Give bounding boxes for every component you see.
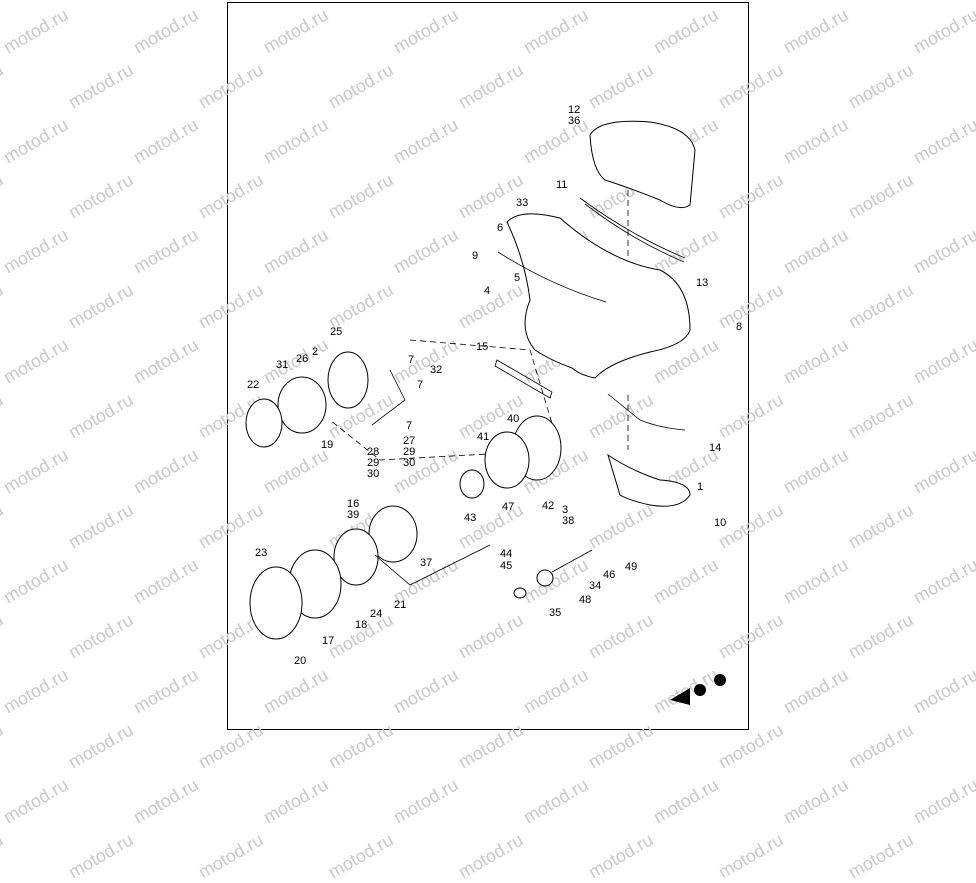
- callout-label: 18: [355, 619, 367, 631]
- callout-label: 1: [697, 481, 703, 493]
- callout-label: 42: [542, 500, 554, 512]
- watermark-text: motod.ru: [0, 774, 72, 828]
- callout-label: 34: [589, 580, 601, 592]
- fairing: [506, 213, 691, 379]
- bulb: [513, 587, 527, 599]
- callout-label: 30: [403, 457, 415, 469]
- callout-label: 29: [367, 457, 379, 469]
- bracket: [607, 393, 686, 431]
- callout-label: 10: [714, 517, 726, 529]
- callout-label: 43: [464, 512, 476, 524]
- headlamp-bucket: [327, 351, 369, 409]
- callout-label: 14: [709, 442, 721, 454]
- callout-label: 27: [403, 435, 415, 447]
- callout-label: 41: [477, 431, 489, 443]
- callout-label: 20: [294, 655, 306, 667]
- callout-label: 25: [330, 326, 342, 338]
- watermark-text: motod.ru: [390, 774, 462, 828]
- rail: [494, 359, 553, 399]
- callout-label: 39: [347, 509, 359, 521]
- callout-label: 22: [247, 379, 259, 391]
- motod-logo: [670, 674, 726, 705]
- callout-label: 4: [484, 285, 490, 297]
- watermark-text: motod.ru: [585, 829, 657, 883]
- callout-label: 26: [296, 353, 308, 365]
- trim-strip: [579, 197, 686, 259]
- callout-label: 38: [562, 515, 574, 527]
- molding: [497, 251, 607, 303]
- watermark-text: motod.ru: [845, 829, 917, 883]
- lamp-retainer: [333, 528, 379, 586]
- callout-label: 23: [255, 547, 267, 559]
- callout-label: 35: [549, 607, 561, 619]
- callout-label: 7: [406, 420, 412, 432]
- callout-label: 29: [403, 446, 415, 458]
- logo-arrow: [670, 688, 690, 705]
- outer-ring: [249, 566, 303, 640]
- callout-label: 24: [370, 608, 382, 620]
- watermark-text: motod.ru: [130, 774, 202, 828]
- callout-label: 8: [736, 321, 742, 333]
- lamp-socket: [484, 431, 530, 489]
- watermark-text: motod.ru: [65, 829, 137, 883]
- callout-label: 48: [579, 594, 591, 606]
- trim-strip-11: [584, 203, 685, 263]
- callout-label: 32: [430, 364, 442, 376]
- watermark-text: motod.ru: [195, 829, 267, 883]
- callout-label: 2: [312, 346, 318, 358]
- callout-label: 33: [516, 197, 528, 209]
- callout-label: 9: [472, 250, 478, 262]
- callout-label: 44: [500, 548, 512, 560]
- callout-label: 46: [603, 569, 615, 581]
- watermark-text: motod.ru: [455, 829, 527, 883]
- headlamp-reflector: [277, 376, 327, 434]
- watermark-text: motod.ru: [520, 774, 592, 828]
- watermark-text: motod.ru: [650, 774, 722, 828]
- bracket-arm: [371, 369, 406, 426]
- callout-label: 7: [408, 354, 414, 366]
- wire-lead: [551, 549, 593, 573]
- callout-label: 15: [476, 341, 488, 353]
- logo-wheel: [714, 674, 726, 686]
- callout-label: 47: [502, 501, 514, 513]
- watermark-text: motod.ru: [325, 829, 397, 883]
- watermark-text: motod.ru: [780, 774, 852, 828]
- callout-label: 40: [507, 413, 519, 425]
- callout-label: 36: [568, 115, 580, 127]
- watermark-text: motod.ru: [715, 829, 787, 883]
- callout-label: 12: [568, 104, 580, 116]
- callout-label: 16: [347, 498, 359, 510]
- windshield: [589, 120, 696, 209]
- callout-label: 31: [276, 359, 288, 371]
- watermark-text: motod.ru: [0, 829, 7, 883]
- callout-label: 19: [321, 439, 333, 451]
- bulb-socket: [536, 569, 554, 587]
- callout-label: 30: [367, 468, 379, 480]
- callout-label: 28: [367, 446, 379, 458]
- headlamp-ring: [245, 398, 283, 448]
- exploded-parts-diagram: 1236113369541381525226312219732727293028…: [245, 104, 742, 705]
- bracket-line: [374, 544, 491, 586]
- callout-label: 37: [420, 557, 432, 569]
- callout-label: 3: [562, 504, 568, 516]
- callout-label: 45: [500, 560, 512, 572]
- watermark-text: motod.ru: [910, 774, 976, 828]
- callout-label: 21: [394, 599, 406, 611]
- callout-label: 13: [696, 277, 708, 289]
- callout-label: 7: [417, 379, 423, 391]
- callout-labels: 1236113369541381525226312219732727293028…: [247, 104, 742, 667]
- callout-label: 49: [625, 561, 637, 573]
- bulb-adapter: [459, 469, 485, 499]
- callout-label: 17: [322, 635, 334, 647]
- logo-wheel: [694, 684, 706, 696]
- lower-panel: [607, 453, 691, 507]
- callout-label: 5: [514, 272, 520, 284]
- callout-label: 11: [556, 179, 567, 191]
- watermark-text: motod.ru: [260, 774, 332, 828]
- callout-label: 6: [497, 222, 503, 234]
